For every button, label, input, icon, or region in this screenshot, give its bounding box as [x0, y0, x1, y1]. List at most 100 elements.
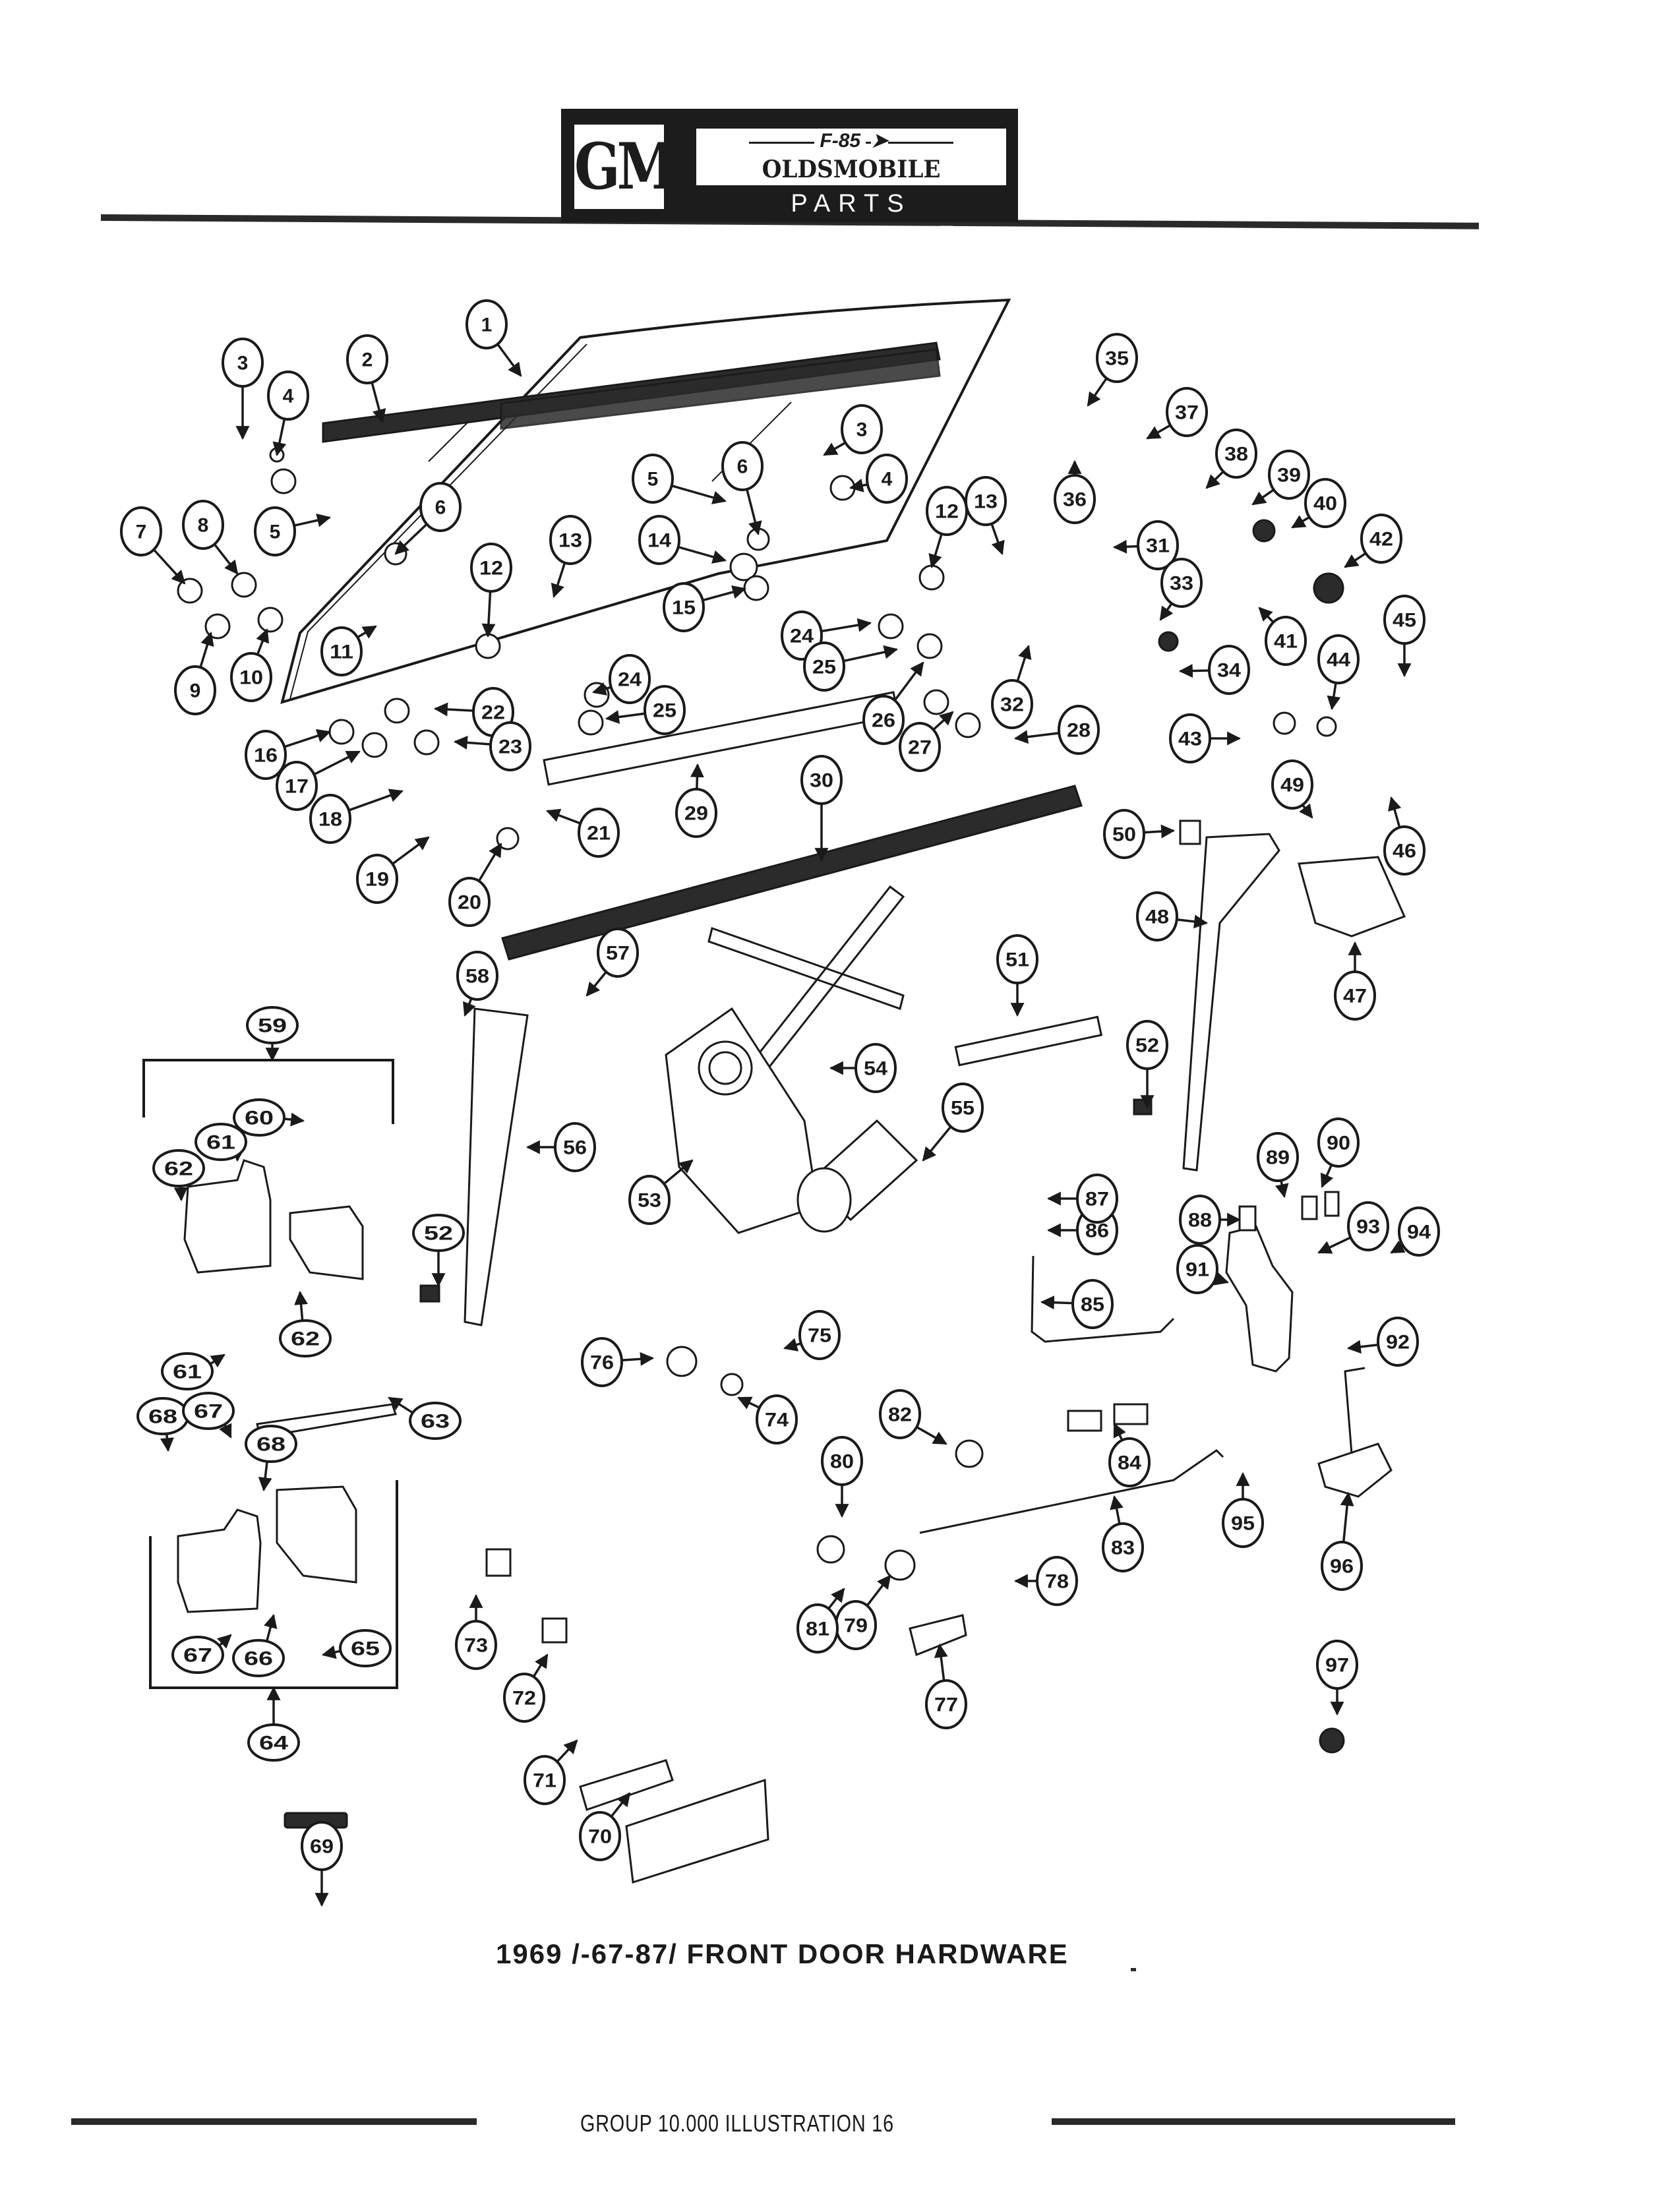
callout-number: 70: [588, 1826, 612, 1848]
callout-bubble: [246, 1006, 299, 1044]
callout-8: 8: [182, 500, 224, 550]
callout-bubble: [465, 299, 508, 349]
callout-number: 71: [533, 1770, 556, 1792]
callout-number: 25: [812, 657, 836, 678]
callout-bubble: [455, 1620, 497, 1670]
callout-number: 82: [888, 1404, 912, 1426]
callout-number: 19: [365, 869, 389, 891]
callout-leader-75: [783, 1338, 802, 1352]
callout-leader-3: [823, 441, 847, 456]
callout-bubble: [448, 877, 491, 927]
callout-bubble: [1317, 634, 1360, 684]
callout-6: 6: [419, 482, 462, 532]
callout-bubble: [578, 808, 620, 858]
callout-number: 46: [1393, 841, 1416, 862]
callout-20: 20: [448, 877, 491, 927]
callout-leader-4: [849, 479, 868, 492]
callout-39: 39: [1268, 450, 1310, 500]
callout-number: 25: [653, 700, 676, 722]
callout-bubble: [1360, 514, 1402, 564]
callout-leader-41: [1258, 607, 1275, 624]
callout-13: 13: [549, 515, 591, 565]
front-run-channel-part: [464, 1007, 529, 1326]
callout-number: 94: [1407, 1222, 1431, 1243]
callout-54: 54: [855, 1043, 897, 1093]
gm-oldsmobile-logo: GM F-85 ➤ OLDSMOBILE PARTS CATALOGUE: [561, 109, 1018, 249]
callout-number: 12: [479, 558, 503, 580]
callout-bubble: [419, 482, 462, 532]
callout-number: 77: [934, 1694, 958, 1716]
callout-leader-39: [1251, 489, 1275, 506]
callout-44: 44: [1317, 634, 1360, 684]
callout-bubble: [245, 730, 287, 780]
callout-bubble: [996, 934, 1038, 984]
callout-bubble: [1265, 616, 1307, 666]
callout-number: 72: [512, 1688, 536, 1710]
callout-47: 47: [1334, 970, 1376, 1021]
callout-51: 51: [996, 934, 1038, 984]
callout-number: 8: [198, 515, 209, 537]
callout-48: 48: [1136, 891, 1178, 941]
callout-bubble: [1383, 595, 1425, 645]
callout-12: 12: [926, 486, 968, 536]
regulator-motor-part: [796, 1119, 918, 1233]
callout-75: 75: [798, 1310, 841, 1360]
callout-number: 85: [1081, 1294, 1104, 1316]
callout-leader-15: [702, 585, 747, 602]
callout-number: 76: [590, 1352, 614, 1374]
callout-84: 84: [1108, 1437, 1151, 1487]
callout-bubble: [1103, 809, 1145, 859]
callout-bubble: [1036, 1556, 1078, 1606]
callout-45: 45: [1383, 595, 1425, 645]
callout-bubble: [232, 1639, 285, 1677]
callout-leader-28: [1013, 730, 1060, 744]
callout-leader-96: [1340, 1491, 1354, 1543]
callout-71: 71: [524, 1755, 566, 1805]
callout-14: 14: [638, 515, 680, 565]
callout-number: 78: [1045, 1571, 1069, 1593]
callout-number: 91: [1185, 1259, 1209, 1281]
callout-number: 62: [164, 1158, 193, 1180]
callout-number: 24: [618, 669, 642, 691]
callout-9: 9: [174, 665, 216, 715]
rear-run-channel-part: [1182, 833, 1280, 1172]
callout-number: 39: [1277, 465, 1301, 487]
callout-bubble: [456, 951, 498, 1001]
callout-leader-14: [678, 545, 727, 564]
callout-bubble: [821, 1436, 863, 1486]
callout-number: 79: [844, 1615, 868, 1637]
callout-number: 5: [647, 469, 659, 491]
arrow-icon: ➤: [871, 130, 888, 152]
callout-number: 34: [1217, 660, 1241, 682]
callout-bubble: [721, 441, 764, 491]
callout-leader-48: [1176, 914, 1209, 929]
f85-model-badge: F-85 ➤: [696, 130, 1006, 152]
callout-leader-60: [284, 1112, 305, 1127]
callout-92: 92: [1377, 1317, 1419, 1367]
callout-bubble: [152, 1149, 205, 1187]
callout-56: 56: [554, 1122, 596, 1172]
callout-bubble: [1377, 1317, 1419, 1367]
callout-leader-11: [357, 625, 377, 639]
callout-number: 14: [647, 530, 671, 552]
callout-67: 67: [182, 1392, 235, 1430]
callout-4: 4: [866, 454, 908, 504]
callout-leader-29: [690, 763, 704, 790]
gm-brand-mark: GM: [574, 125, 676, 209]
callout-number: 22: [481, 702, 505, 724]
callout-63: 63: [409, 1402, 462, 1440]
callout-bubble: [1176, 1244, 1218, 1294]
callout-28: 28: [1058, 705, 1100, 755]
callout-number: 67: [194, 1401, 223, 1423]
callout-bubble: [609, 654, 651, 704]
callout-number: 3: [237, 353, 249, 374]
callout-number: 59: [258, 1015, 287, 1037]
callout-bubble: [663, 582, 705, 632]
callout-number: 30: [810, 770, 833, 792]
callout-leader-16: [284, 729, 331, 748]
callout-bubble: [182, 500, 224, 550]
callout-bubble: [1179, 1195, 1221, 1245]
callout-bubble: [470, 543, 512, 593]
callout-number: 9: [190, 680, 201, 702]
